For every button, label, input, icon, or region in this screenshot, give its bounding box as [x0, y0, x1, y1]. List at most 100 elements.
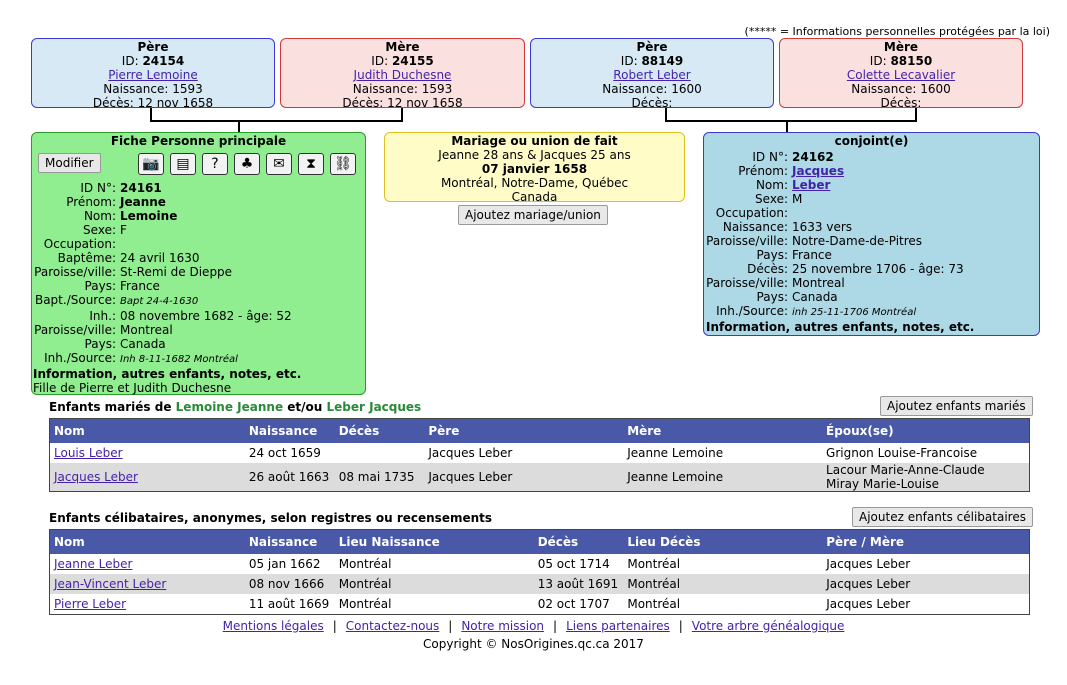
table-cell: 05 jan 1662 — [248, 557, 321, 571]
field-label: Baptême: — [57, 251, 116, 265]
field-label: Pays: — [756, 290, 788, 304]
field-value: M — [792, 192, 803, 206]
child-name-link[interactable]: Jacques Leber — [49, 463, 245, 492]
column-header: Mère — [623, 418, 823, 443]
table-cell: 08 nov 1666 — [244, 574, 335, 594]
field-row: Paroisse/ville:Montreal — [32, 323, 301, 337]
connector — [238, 120, 240, 132]
add-married-children-button[interactable]: Ajoutez enfants mariés — [880, 396, 1033, 416]
parent-role: Mère — [883, 40, 919, 54]
table-cell: 02 oct 1707 — [537, 597, 610, 611]
marriage-card: Mariage ou union de fait Jeanne 28 ans &… — [384, 132, 685, 204]
add-marriage-button[interactable]: Ajoutez mariage/union — [458, 205, 608, 225]
parent-name-link[interactable]: Colette Lecavalier — [846, 68, 956, 82]
parent-id: ID: 88149 — [620, 54, 684, 68]
table-cell: Jacques Leber — [826, 597, 911, 611]
field-label: Nom: — [83, 209, 116, 223]
connector — [150, 108, 152, 122]
parent-death: Décès: 12 nov 1658 — [342, 96, 463, 110]
table-cell: 24 oct 1659 — [248, 446, 321, 460]
copyright: Copyright © NosOrigines.qc.ca 2017 — [423, 637, 644, 651]
family-question-icon[interactable]: ? — [202, 153, 228, 175]
privacy-notice: (***** = Informations personnelles proté… — [744, 25, 1050, 38]
field-value: Jeanne — [120, 195, 166, 209]
field-value: inh 25-11-1706 Montréal — [792, 307, 917, 318]
parent-name-link[interactable]: Judith Duchesne — [353, 68, 452, 82]
column-header: Lieu Naissance — [334, 529, 534, 554]
parent-death: Décès: — [631, 96, 673, 110]
field-label: Sexe: — [755, 192, 788, 206]
document-icon[interactable]: ▤ — [170, 153, 196, 175]
field-row: Inh./Source:Inh 8-11-1682 Montréal — [32, 351, 301, 367]
hourglass-icon[interactable]: ⧗ — [298, 153, 324, 175]
field-row: Inh.:08 novembre 1682 - âge: 52 — [32, 309, 301, 323]
add-single-children-button[interactable]: Ajoutez enfants célibataires — [852, 507, 1033, 527]
field-value: Lemoine — [120, 209, 178, 223]
field-value — [116, 237, 120, 251]
field-label: Paroisse/ville: — [34, 265, 116, 279]
field-row: Baptême:24 avril 1630 — [32, 251, 301, 265]
field-label: Pays: — [84, 279, 116, 293]
field-label: Paroisse/ville: — [706, 234, 788, 248]
modify-button[interactable]: Modifier — [38, 153, 101, 173]
child-name-link[interactable]: Jean-Vincent Leber — [49, 574, 245, 594]
table-cell: Montréal — [338, 557, 392, 571]
child-name-link[interactable]: Pierre Leber — [54, 597, 127, 611]
table-cell: Montréal — [334, 574, 534, 594]
parent-id: ID: 24155 — [371, 54, 434, 68]
column-header: Père — [424, 418, 624, 443]
footer-link[interactable]: Votre arbre généalogique — [691, 619, 845, 633]
footer-link[interactable]: Contactez-nous — [345, 619, 440, 633]
parent-name-link[interactable]: Pierre Lemoine — [108, 68, 198, 82]
link-icon[interactable]: ⛓ — [330, 153, 356, 175]
field-value[interactable]: Leber — [792, 178, 831, 192]
column-header: Nom — [49, 418, 245, 443]
footer-link[interactable]: Notre mission — [461, 619, 545, 633]
field-row: Occupation: — [32, 237, 301, 251]
camera-icon[interactable]: 📷 — [138, 153, 164, 175]
spouse-info-link[interactable]: Information, autres enfants, notes, etc. — [706, 320, 975, 334]
field-label: Inh./Source: — [716, 304, 788, 318]
mail-icon[interactable]: ✉ — [266, 153, 292, 175]
field-row: Inh./Source: inh 25-11-1706 Montréal — [704, 304, 974, 320]
footer-link[interactable]: Liens partenaires — [566, 619, 670, 633]
footer-link[interactable]: Mentions légales — [222, 619, 324, 633]
field-value: Inh 8-11-1682 Montréal — [120, 354, 238, 365]
column-header: Nom — [49, 529, 245, 554]
field-value: 24161 — [120, 181, 162, 195]
child-name-link[interactable]: Jeanne Leber — [54, 557, 133, 571]
field-value: France — [792, 248, 832, 262]
main-info-link[interactable]: Information, autres enfants, notes, etc. — [33, 367, 302, 381]
field-label: ID N°: — [80, 181, 116, 195]
field-value[interactable]: Jacques — [792, 164, 845, 178]
field-row: Pays:Canada — [32, 337, 301, 351]
column-header: Naissance — [244, 529, 335, 554]
field-row: Nom:Leber — [704, 178, 974, 192]
field-row: Pays:Canada — [704, 290, 974, 304]
marriage-ages: Jeanne 28 ans & Jacques 25 ans — [438, 148, 631, 162]
parent-name-link[interactable]: Robert Leber — [613, 68, 691, 82]
table-cell: Montréal — [627, 597, 681, 611]
table-cell: Montréal — [338, 597, 392, 611]
column-header: Père / Mère — [822, 529, 1030, 554]
table-cell: Jacques Leber — [826, 557, 911, 571]
child-name-link[interactable]: Louis Leber — [54, 446, 123, 460]
field-label: Inh.: — [89, 309, 116, 323]
field-value: St-Remi de Dieppe — [120, 265, 233, 279]
connector — [786, 120, 788, 132]
field-label: Pays: — [84, 337, 116, 351]
parent-id: ID: 88150 — [869, 54, 933, 68]
main-person-card: Fiche Personne principale Modifier 📷▤?♣✉… — [31, 132, 366, 395]
footer-separator: | — [448, 619, 453, 633]
column-header: Naissance — [244, 418, 335, 443]
table-cell: Grignon Louise-Francoise — [826, 446, 978, 460]
main-note: Fille de Pierre et Judith Duchesne — [33, 381, 232, 395]
field-row: Paroisse/ville:Notre-Dame-de-Pitres — [704, 234, 974, 248]
tree-icon[interactable]: ♣ — [234, 153, 260, 175]
